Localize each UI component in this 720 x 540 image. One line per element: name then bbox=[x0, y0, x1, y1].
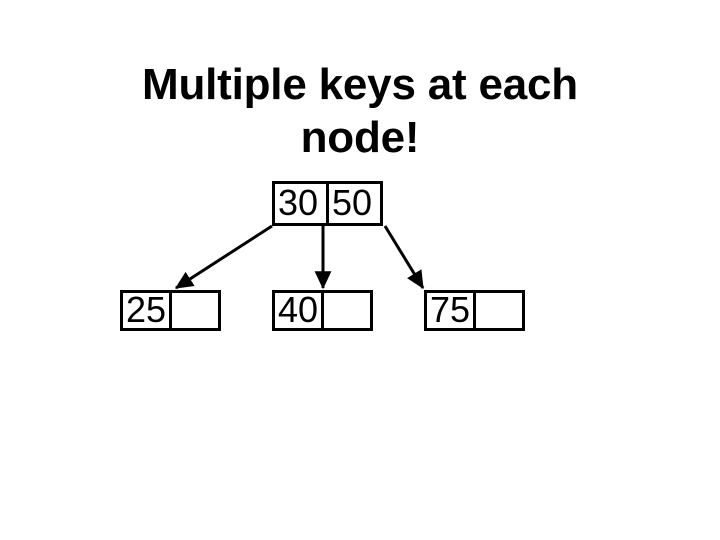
node-root-key-0: 30 bbox=[278, 181, 319, 223]
edge-root-to-leaf-2 bbox=[383, 225, 425, 290]
node-root-key-1: 50 bbox=[332, 181, 373, 223]
edge-root-to-leaf-0 bbox=[174, 224, 273, 290]
node-root-cell-0: 30 bbox=[272, 181, 329, 226]
node-leaf-0-key-0: 25 bbox=[126, 290, 167, 330]
node-leaf-1-cell-0: 40 bbox=[272, 290, 324, 331]
node-leaf-2-cell-1 bbox=[473, 290, 525, 331]
tree-node-root: 30 50 bbox=[272, 181, 383, 226]
node-leaf-0-cell-0: 25 bbox=[120, 290, 172, 331]
tree-node-leaf-0: 25 bbox=[120, 290, 221, 331]
tree-node-leaf-2: 75 bbox=[424, 290, 525, 331]
node-leaf-1-key-0: 40 bbox=[278, 290, 319, 330]
node-leaf-2-key-0: 75 bbox=[430, 290, 471, 330]
node-root-cell-1: 50 bbox=[326, 181, 383, 226]
node-leaf-0-cell-1 bbox=[169, 290, 221, 331]
node-leaf-2-cell-0: 75 bbox=[424, 290, 476, 331]
tree-node-leaf-1: 40 bbox=[272, 290, 373, 331]
node-leaf-1-cell-1 bbox=[321, 290, 373, 331]
page-title: Multiple keys at each node! bbox=[142, 60, 578, 162]
